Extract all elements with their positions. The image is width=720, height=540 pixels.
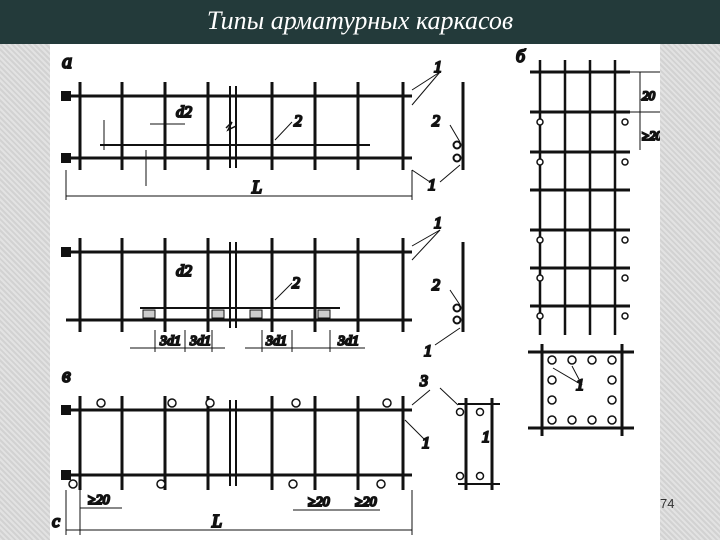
cage-v <box>61 389 431 535</box>
label-2-a-top: 2 <box>294 113 302 130</box>
label-1-a-middle: 1 <box>434 215 442 232</box>
label-1-a-top-side: 1 <box>428 177 436 194</box>
label-2-a-middle: 2 <box>292 275 300 292</box>
label-3d1-3: 3d1 <box>265 334 287 349</box>
label-3d1-4: 3d1 <box>337 334 359 349</box>
label-c: c <box>52 511 60 531</box>
label-d2-top: d2 <box>176 104 192 121</box>
label-1-a-top: 1 <box>434 59 442 76</box>
label-ge20-b: ≥20 <box>642 128 660 143</box>
label-2-a-middle-side: 2 <box>432 277 440 294</box>
label-section-b: б <box>516 46 526 66</box>
label-20-b: 20 <box>642 88 656 103</box>
label-d2-middle: d2 <box>176 263 192 280</box>
technical-drawing: а б в d2 d2 L L c 1 2 2 1 1 2 2 1 3d1 3d… <box>50 44 660 540</box>
label-L-bottom: L <box>211 511 222 531</box>
cage-b-cross-section <box>528 344 634 436</box>
label-section-v: в <box>62 365 71 387</box>
cage-a-middle-section <box>434 242 465 346</box>
cage-b-elevation <box>530 60 660 335</box>
label-1-v-side: 1 <box>482 429 490 446</box>
label-3d1-1: 3d1 <box>159 334 181 349</box>
label-ge20-1: ≥20 <box>88 493 110 508</box>
label-section-a: а <box>62 51 72 73</box>
label-L-top: L <box>251 177 262 197</box>
label-1-v: 1 <box>422 435 430 452</box>
cage-a-top-section <box>439 82 465 183</box>
slide-title: Типы арматурных каркасов <box>206 6 514 35</box>
label-1-a-middle-side: 1 <box>424 343 432 360</box>
cage-a-middle <box>61 229 441 352</box>
page-number: 74 <box>660 496 675 511</box>
label-ge20-3: ≥20 <box>355 495 377 510</box>
label-3-v: 3 <box>419 373 428 390</box>
reinforcement-cages-drawing: а б в d2 d2 L L c 1 2 2 1 1 2 2 1 3d1 3d… <box>51 45 660 535</box>
label-ge20-2: ≥20 <box>308 495 330 510</box>
title-bar <box>0 0 720 44</box>
label-3d1-2: 3d1 <box>189 334 211 349</box>
label-1-b-section: 1 <box>576 377 584 394</box>
label-2-a-top-side: 2 <box>432 113 440 130</box>
cage-v-section <box>439 387 500 490</box>
cage-a-top <box>61 71 441 200</box>
